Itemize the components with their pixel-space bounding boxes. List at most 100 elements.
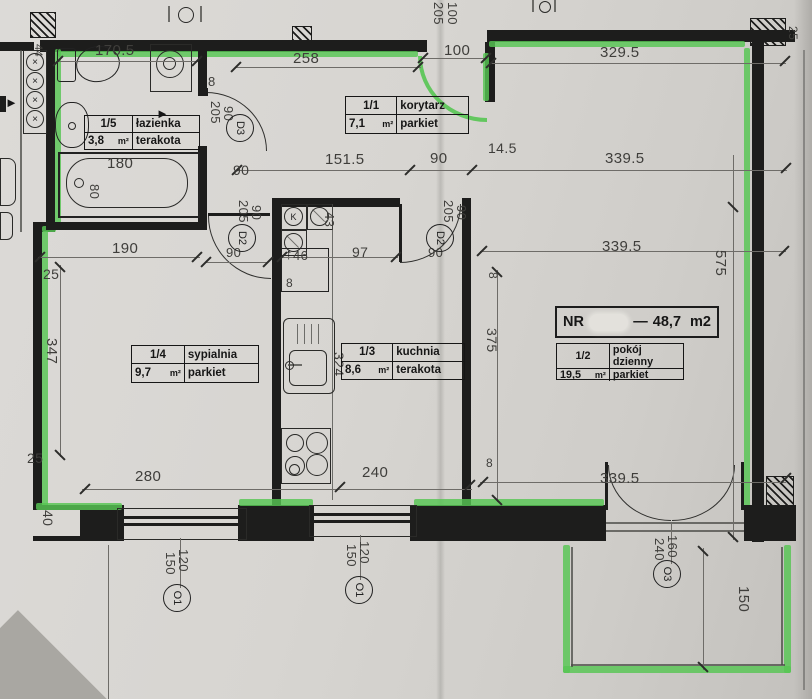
kitchen-appliance-sq3 [281, 230, 307, 256]
room-floor: terakota [135, 134, 181, 147]
area-unit: m² [594, 370, 606, 380]
wall-left-bedroom [33, 228, 42, 510]
dim-k43: 43 [322, 212, 337, 228]
dim-line-vertical [60, 265, 61, 457]
shaft-box [23, 50, 47, 134]
fridge [281, 248, 329, 292]
dim-d2b-opening: 90 [428, 245, 444, 260]
area-value: 19,5 [560, 369, 582, 381]
balcony-line-right [781, 547, 783, 665]
kitchen-appliance-circle3 [284, 233, 303, 252]
paper-crease [436, 0, 445, 699]
dim-entry-opening: 100 [444, 42, 471, 59]
bathtub [58, 152, 200, 218]
d2a-width: 90 [249, 205, 264, 221]
dim-left25b: 25 [27, 450, 44, 466]
room-floor: parkiet [187, 367, 226, 379]
highlight-bottom-pier2 [239, 499, 313, 506]
fridge-arrow-icon: ↑ [285, 246, 293, 263]
dim-top-right: 329.5 [600, 44, 640, 61]
highlight-top-right [489, 41, 745, 47]
dim-left40: 40 [40, 510, 56, 527]
neighbor-fixture2 [0, 212, 13, 240]
kitchen-window-frame [309, 505, 417, 537]
dim-mid-left: 151.5 [325, 151, 365, 168]
bathtub-inner [66, 158, 188, 208]
toilet-cistern [57, 48, 76, 82]
stove-burner2 [306, 432, 328, 454]
dim-shaft-width: 44 [32, 44, 44, 58]
dim-line [480, 482, 786, 483]
dim-balcony150: 150 [735, 586, 752, 613]
neighbor-wall-line [20, 50, 22, 232]
o1a-code-circle: O1 [163, 584, 191, 612]
dim-k97: 97 [352, 244, 369, 260]
balcony-rail-right [784, 545, 791, 673]
shaft-x-mark: × [32, 56, 38, 68]
wall-bathroom-right-bottom [198, 146, 207, 230]
wall-livingroom-left [462, 198, 471, 510]
shaft-x-mark: × [32, 113, 38, 125]
kitchen-appliance-circle1: K [284, 207, 303, 226]
washing-machine-drum [156, 50, 184, 78]
balcony-rail-bottom [563, 666, 791, 673]
bedroom-door-leaf [208, 213, 270, 216]
o1b-code: O1 [353, 582, 365, 598]
dim-tick [780, 162, 792, 174]
dim-jamb: 8 [208, 74, 216, 89]
o3-code: O3 [661, 566, 673, 582]
sink-tap [288, 364, 302, 366]
dim-k8: 8 [286, 276, 294, 290]
dim-line [235, 67, 421, 68]
stove-burner3 [285, 456, 305, 476]
junction-bar [532, 0, 534, 12]
stove-burner3-inner [289, 464, 300, 475]
flat-area-unit: m2 [690, 314, 711, 330]
entrance-door-width: 100 [445, 2, 460, 25]
wall-bathroom-right-top [198, 40, 207, 96]
dim-line [82, 489, 472, 490]
area-value: 8,6 [345, 364, 361, 377]
hatch-top-left [30, 12, 56, 38]
bedroom-window-frame [117, 508, 247, 540]
room-area: 19,5 m² [557, 369, 610, 381]
highlight-left-bedroom [42, 231, 48, 507]
sink-drainer-line3 [311, 324, 313, 344]
bathroom-arrow-icon: ► [156, 106, 169, 121]
shaft-vent2: × [26, 72, 44, 90]
dim-hall-top: 258 [293, 50, 320, 67]
dim-line-vertical [733, 155, 734, 540]
dim-tick [334, 481, 346, 493]
sink-tap-knob [285, 361, 294, 370]
area-unit: m² [378, 365, 390, 376]
washbasin-drain [68, 122, 76, 130]
bedroom-window-glazing1 [123, 516, 239, 519]
wall-top-left [40, 40, 422, 52]
d3-code: D3 [234, 120, 246, 136]
dim-line-vertical [497, 270, 498, 502]
dim-k46: 46 [293, 248, 309, 263]
kitchen-counter-line [332, 204, 334, 500]
bottom-wall-pier3 [410, 505, 606, 541]
dim-line-vertical [703, 548, 704, 670]
area-unit: m² [382, 119, 394, 129]
window-centerline [360, 535, 361, 580]
paper-fold-corner [0, 610, 110, 699]
kitchen-sink-unit [283, 318, 335, 394]
room-floor: terakota [396, 364, 441, 377]
room-id: 1/5 [85, 116, 133, 133]
bottom-wall-thin-bottom [33, 536, 81, 541]
dim-d3-opening: 90 [233, 162, 250, 178]
o1a-width: 120 [176, 549, 191, 572]
door-centerline [671, 524, 672, 564]
area-value: 7,1 [349, 118, 365, 130]
room-area: 8,6 m² [342, 361, 394, 379]
area-value: 3,8 [88, 134, 104, 147]
bottom-wall-pier4 [744, 505, 796, 541]
dim-line [480, 251, 786, 252]
